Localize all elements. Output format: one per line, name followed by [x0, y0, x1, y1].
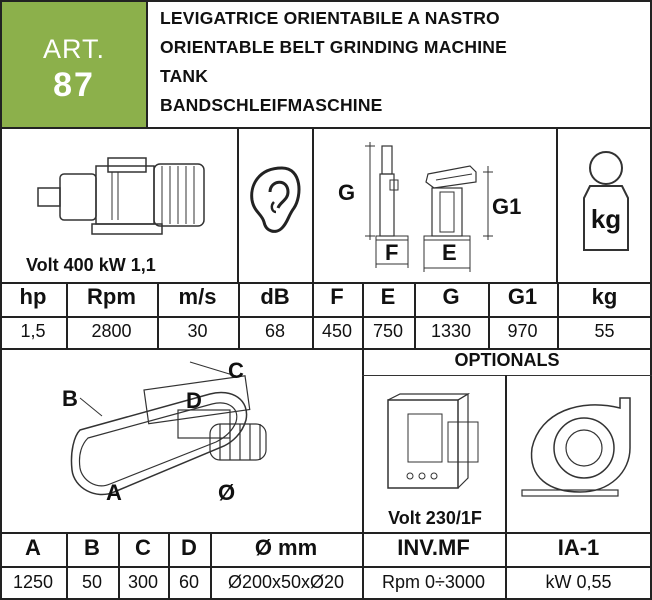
title-italian: LEVIGATRICE ORIENTABILE A NASTRO	[160, 8, 500, 28]
optionals-title: OPTIONALS	[454, 350, 560, 370]
spec-value-db: 68	[264, 321, 286, 341]
dim-label-g1: G1	[492, 194, 522, 219]
article-badge	[2, 2, 146, 127]
bottom-value-d: 60	[178, 572, 200, 592]
bottom-value-b: 50	[81, 572, 103, 592]
spec-header-g1: G1	[507, 284, 538, 309]
spec-header-e: E	[380, 284, 396, 309]
belt-label-c: C	[228, 358, 244, 383]
fan-icon	[521, 397, 631, 497]
ear-icon	[250, 166, 301, 233]
spec-value-rpm: 2800	[91, 321, 132, 341]
spec-header-rpm: Rpm	[87, 284, 136, 309]
bottom-value-a: 1250	[12, 572, 54, 592]
inverter-caption: Volt 230/1F	[388, 508, 482, 528]
spec-header-speed: m/s	[178, 284, 217, 309]
bottom-header-d: D	[181, 535, 197, 560]
dim-label-e: E	[442, 240, 457, 265]
title-tank: TANK	[160, 66, 209, 86]
bottom-header-fan: IA-1	[557, 535, 600, 560]
spec-value-g: 1330	[430, 321, 472, 341]
spec-value-f: 450	[321, 321, 353, 341]
dim-label-f: F	[385, 240, 399, 265]
spec-header-hp: hp	[19, 284, 47, 309]
weight-icon	[583, 151, 629, 251]
bottom-header-diameter: Ø mm	[254, 535, 318, 560]
bottom-value-diameter: Ø200x50xØ20	[227, 572, 345, 592]
bottom-header-c: C	[135, 535, 151, 560]
motor-caption: Volt 400 kW 1,1	[26, 255, 156, 275]
bottom-header-a: A	[25, 535, 41, 560]
title-english: ORIENTABLE BELT GRINDING MACHINE	[160, 37, 507, 57]
bottom-value-fan: kW 0,55	[545, 572, 612, 592]
article-label: ART.	[42, 34, 106, 64]
article-number: 87	[53, 66, 95, 104]
belt-label-b: B	[62, 386, 78, 411]
spec-value-kg: 55	[594, 321, 615, 341]
spec-value-e: 750	[372, 321, 404, 341]
spec-header-db: dB	[260, 284, 290, 309]
spec-header-f: F	[330, 284, 344, 309]
weight-label: kg	[590, 204, 622, 234]
belt-label-diameter: Ø	[218, 480, 236, 505]
spec-value-speed: 30	[187, 321, 208, 341]
spec-value-g1: 970	[507, 321, 538, 341]
belt-label-a: A	[106, 480, 122, 505]
bottom-value-c: 300	[127, 572, 159, 592]
dim-label-g: G	[338, 180, 356, 205]
spec-header-g: G	[442, 284, 460, 309]
belt-diagram-icon	[70, 361, 267, 496]
motor-icon	[37, 157, 205, 235]
dimension-drawing-icon	[365, 142, 493, 272]
inverter-icon	[387, 392, 479, 489]
spec-header-kg: kg	[591, 284, 618, 309]
spec-value-hp: 1,5	[20, 321, 46, 341]
belt-label-d: D	[186, 388, 202, 413]
bottom-header-b: B	[84, 535, 100, 560]
title-german: BANDSCHLEIFMASCHINE	[160, 95, 383, 115]
bottom-header-inverter: INV.MF	[397, 535, 470, 560]
bottom-value-inverter: Rpm 0÷3000	[382, 572, 485, 592]
